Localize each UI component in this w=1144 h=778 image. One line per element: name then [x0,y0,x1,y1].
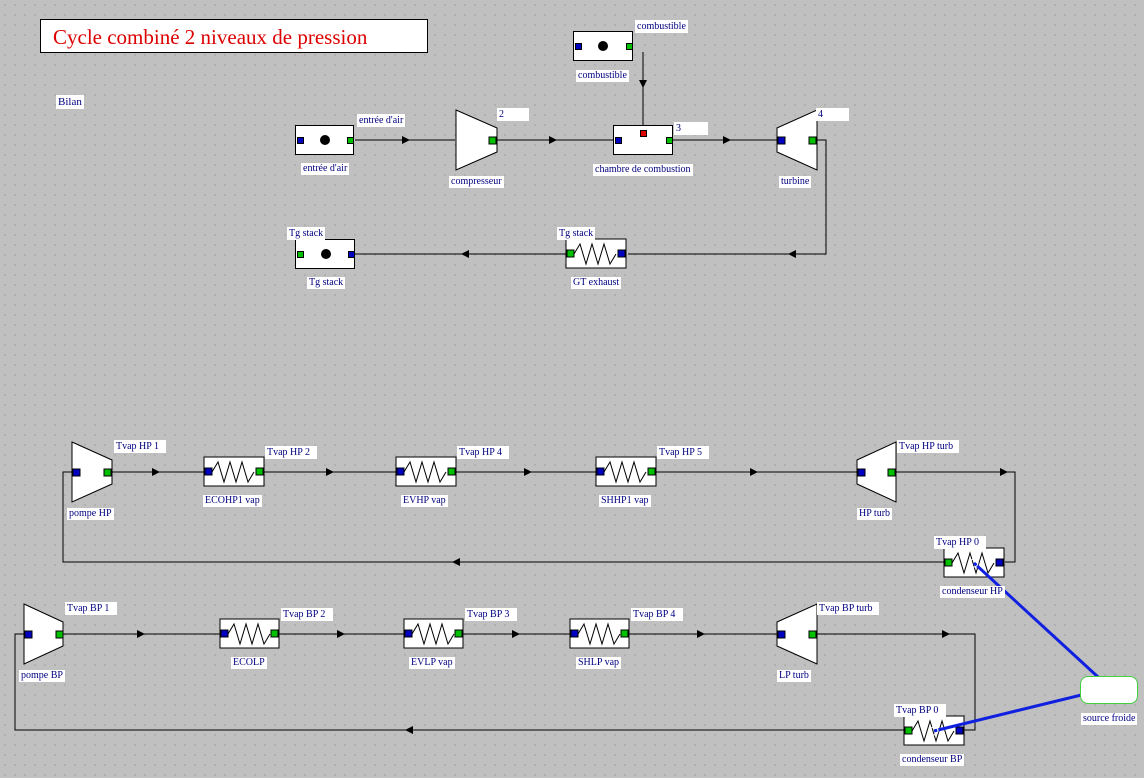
point-tag-tvap-bp2[interactable]: Tvap BP 2 [281,608,333,621]
entree-air-port-out [347,137,354,144]
ecolp-label: ECOLP [231,657,267,669]
source-froide-label: source froide [1081,713,1138,725]
entree-air-component[interactable] [295,125,354,155]
turbine-label: turbine [779,176,812,188]
diagram-title: Cycle combiné 2 niveaux de pression [40,19,428,53]
lp-turb-label: LP turb [777,670,811,682]
turbine-shape [776,109,818,171]
point-tag-combustible[interactable]: combustible [635,20,688,33]
point-tag-entree-air[interactable]: entrée d'air [357,114,405,127]
point-tag-tvap-hp5[interactable]: Tvap HP 5 [657,446,709,459]
shlp-shape [569,618,630,649]
compresseur-shape [455,109,498,171]
hp-turb-label: HP turb [857,508,893,520]
shlp-label: SHLP vap [576,657,622,669]
point-tag-tvap-hp4[interactable]: Tvap HP 4 [457,446,509,459]
point-tag-tvap-bp0[interactable]: Tvap BP 0 [894,704,946,717]
pompe-bp-shape [23,603,64,665]
ecohp1-shape [203,456,265,487]
combustible-port-out [626,43,633,50]
pompe-hp-label: pompe HP [67,508,114,520]
point-tag-tvap-bp-turb[interactable]: Tvap BP turb [817,602,879,615]
point-tag-tvap-hp0[interactable]: Tvap HP 0 [934,536,986,549]
condenseur-bp-label: condenseur BP [900,754,965,766]
shhp1-shape [595,456,657,487]
point-tag-4[interactable]: 4 [816,108,849,121]
tg-stack-port-out [348,251,355,258]
point-tag-tg-stack-out[interactable]: Tg stack [287,227,325,240]
hp-turb-shape [856,441,897,503]
combustible-port-in [575,43,582,50]
lp-turb-shape [776,603,818,665]
point-tag-tvap-hp2[interactable]: Tvap HP 2 [265,446,317,459]
evhp-label: EVHP vap [401,495,448,507]
pompe-hp-shape [71,441,113,503]
tg-stack-label: Tg stack [307,277,346,289]
pompe-bp-label: pompe BP [19,670,65,682]
point-tag-tvap-hp1[interactable]: Tvap HP 1 [114,440,166,453]
chambre-fuel-port [640,130,647,137]
evlp-label: EVLP vap [409,657,455,669]
gt-exhaust-label: GT exhaust [571,277,622,289]
point-tag-tvap-bp3[interactable]: Tvap BP 3 [465,608,517,621]
evhp-shape [395,456,457,487]
point-tag-tg-stack-in[interactable]: Tg stack [557,227,595,240]
chambre-label: chambre de combustion [593,164,693,176]
condenseur-hp-shape [943,547,1005,578]
source-froide-component[interactable] [1080,676,1138,704]
gt-exhaust-shape [565,238,627,269]
compresseur-label: compresseur [449,176,504,188]
condenseur-hp-label: condenseur HP [940,586,1005,598]
point-tag-tvap-hp-turb[interactable]: Tvap HP turb [897,440,959,453]
shhp1-label: SHHP1 vap [599,495,651,507]
chambre-port-in [615,137,622,144]
tg-stack-component[interactable] [295,239,355,269]
tg-stack-port-in [297,251,304,258]
chambre-combustion-component[interactable] [613,125,673,155]
point-tag-2[interactable]: 2 [497,108,529,121]
entree-air-label: entrée d'air [301,163,350,175]
source-dot-icon [320,135,330,145]
point-tag-tvap-bp4[interactable]: Tvap BP 4 [631,608,683,621]
bilan-label[interactable]: Bilan [56,95,84,109]
source-dot-icon [598,41,608,51]
point-tag-3[interactable]: 3 [674,122,708,135]
point-tag-tvap-bp1[interactable]: Tvap BP 1 [65,602,117,615]
entree-air-port-in [297,137,304,144]
combustible-component[interactable] [573,31,633,61]
ecolp-shape [219,618,280,649]
ecohp1-label: ECOHP1 vap [203,495,262,507]
evlp-shape [403,618,464,649]
chambre-port-out [666,137,673,144]
sink-dot-icon [321,249,331,259]
combustible-label: combustible [576,70,629,82]
